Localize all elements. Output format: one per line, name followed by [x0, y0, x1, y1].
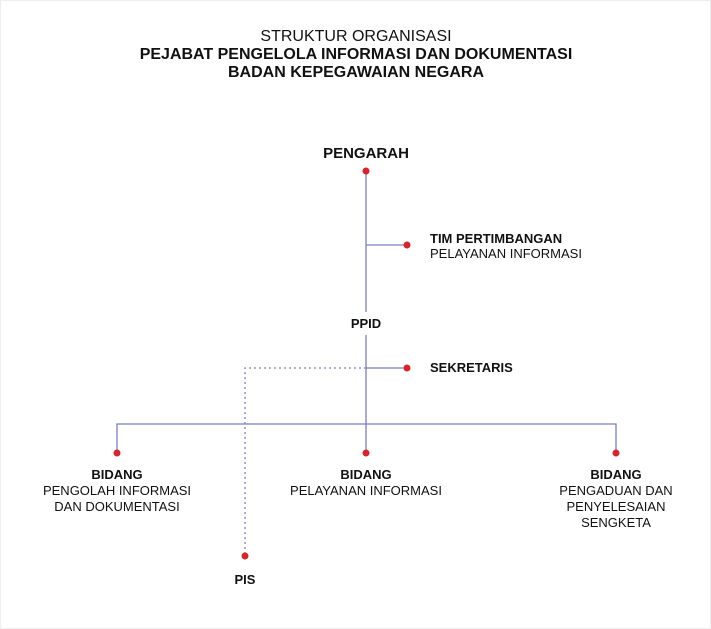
dot-pengarah	[362, 167, 370, 175]
bidang-3-sub3: SENGKETA	[581, 515, 651, 530]
bidang-2-sub1: PELAYANAN INFORMASI	[290, 483, 442, 498]
node-tim-title: TIM PERTIMBANGAN	[430, 231, 563, 246]
node-tim-sub: PELAYANAN INFORMASI	[430, 246, 582, 261]
dot-bidang-2	[362, 449, 370, 457]
dot-sekretaris	[403, 364, 411, 372]
node-ppid: PPID	[350, 316, 382, 331]
dot-bidang-1	[113, 449, 121, 457]
title-line-3: BADAN KEPEGAWAIAN NEGARA	[227, 64, 485, 81]
node-bidang-3: BIDANG PENGADUAN DAN PENYELESAIAN SENGKE…	[559, 467, 672, 531]
node-bidang-2: BIDANG PELAYANAN INFORMASI	[290, 467, 442, 499]
title-line-2: PEJABAT PENGELOLA INFORMASI DAN DOKUMENT…	[139, 46, 573, 63]
bidang-2-title: BIDANG	[340, 467, 392, 482]
line-bidang-bar	[116, 423, 617, 453]
bidang-1-sub1: PENGOLAH INFORMASI	[42, 483, 192, 498]
dot-pis	[241, 552, 249, 560]
bidang-1-sub2: DAN DOKUMENTASI	[54, 499, 180, 514]
dotted-line-to-pis	[244, 367, 366, 556]
bidang-3-sub1: PENGADUAN DAN	[559, 483, 673, 498]
bidang-1-title: BIDANG	[91, 467, 143, 482]
node-pengarah: PENGARAH	[323, 145, 409, 162]
bidang-3-sub2: PENYELESAIAN	[566, 499, 666, 514]
node-sekretaris: SEKRETARIS	[430, 360, 513, 375]
bidang-3-title: BIDANG	[590, 467, 642, 482]
dot-bidang-3	[612, 449, 620, 457]
dot-tim	[403, 241, 411, 249]
node-bidang-1: BIDANG PENGOLAH INFORMASI DAN DOKUMENTAS…	[43, 467, 191, 515]
node-pis: PIS	[234, 572, 256, 587]
title-line-1: STRUKTUR ORGANISASI	[260, 28, 452, 45]
